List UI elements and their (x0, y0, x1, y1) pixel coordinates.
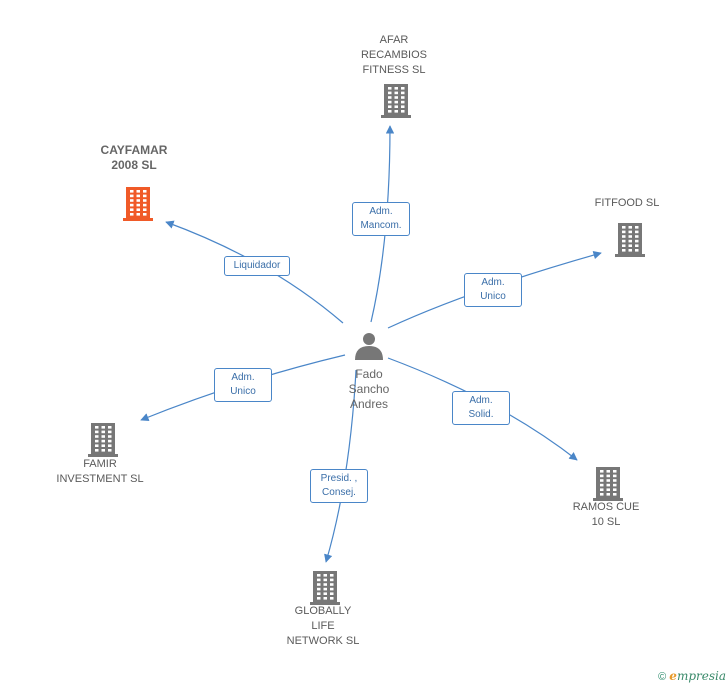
building-icon-cayfamar[interactable] (123, 187, 153, 221)
empresia-logo[interactable]: empresia (669, 669, 726, 683)
edge-label-fitfood[interactable]: Adm.Unico (464, 273, 522, 307)
edge-label-cayfamar[interactable]: Liquidador (224, 256, 290, 276)
edge-label-ramos[interactable]: Adm.Solid. (452, 391, 510, 425)
footer-credit: © empresia (658, 669, 726, 683)
person-icon[interactable] (355, 333, 383, 360)
building-icon-famir[interactable] (88, 423, 118, 457)
building-icon-fitfood[interactable] (615, 223, 645, 257)
edge-label-globally[interactable]: Presid. ,Consej. (310, 469, 368, 503)
building-icon-ramos[interactable] (593, 467, 623, 501)
building-icon-afar[interactable] (381, 84, 411, 118)
edge-label-famir[interactable]: Adm.Unico (214, 368, 272, 402)
company-label-fitfood[interactable]: FITFOOD SL (594, 197, 660, 209)
copyright-icon: © (658, 671, 667, 683)
edge-label-afar[interactable]: Adm.Mancom. (352, 202, 410, 236)
building-icon-globally[interactable] (310, 571, 340, 605)
